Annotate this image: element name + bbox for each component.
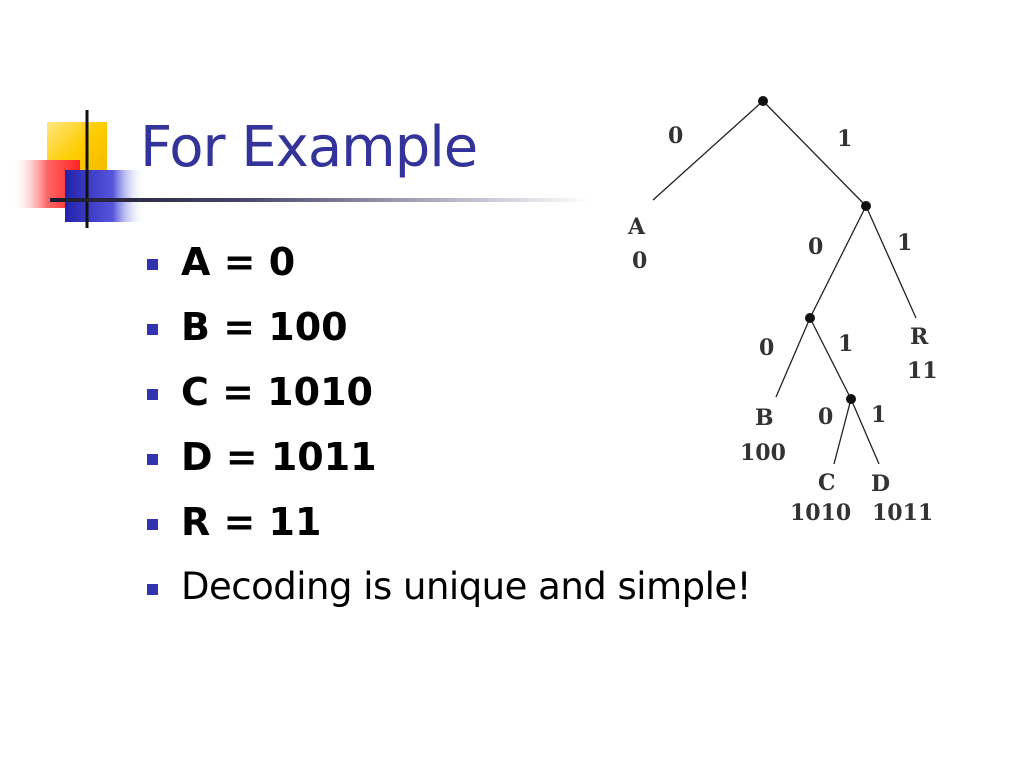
bullet-item: A = 0 [145, 232, 751, 297]
tree-edge [809, 205, 867, 319]
code-tree-diagram: 0 1 0 1 0 1 0 1 A 0 R 11 B 100 C 1010 D … [627, 96, 938, 526]
leaf-code: 1010 [790, 500, 851, 526]
leaf-symbol: A [627, 214, 646, 240]
bullet-square-icon [147, 259, 158, 270]
corner-decoration [14, 110, 145, 228]
edge-label: 1 [871, 402, 886, 428]
deco-blue-square [65, 170, 145, 222]
slide-title: For Example [140, 115, 478, 180]
bullet-item: Decoding is unique and simple! [145, 557, 752, 622]
title-underline [50, 198, 590, 202]
bullet-text: C = 1010 [181, 370, 373, 414]
bullet-square-icon [147, 454, 158, 465]
bullet-square-icon [147, 324, 158, 335]
bullet-text: R = 11 [181, 500, 322, 544]
bullet-square-icon [147, 584, 158, 595]
leaf-symbol: B [755, 405, 774, 431]
edge-label: 1 [838, 331, 853, 357]
edge-label: 0 [818, 404, 833, 430]
bullet-item: R = 11 [145, 492, 751, 557]
bullet-text: B = 100 [181, 305, 348, 349]
bullet-text: D = 1011 [181, 435, 377, 479]
edge-label: 0 [759, 335, 774, 361]
bullet-item: C = 1010 [145, 362, 751, 427]
tree-node [805, 313, 815, 323]
bullet-text: A = 0 [181, 240, 296, 284]
tree-node [846, 394, 856, 404]
edge-label: 0 [668, 123, 683, 149]
tree-edge [850, 398, 880, 465]
bullet-text: Decoding is unique and simple! [181, 565, 752, 608]
tree-edge [762, 100, 867, 207]
leaf-code: 11 [907, 358, 938, 384]
bullet-square-icon [147, 389, 158, 400]
edge-label: 0 [808, 234, 823, 260]
tree-edge [809, 317, 852, 400]
bullet-item: B = 100 [145, 297, 751, 362]
tree-edge [652, 100, 764, 201]
tree-node [861, 201, 871, 211]
leaf-symbol: D [871, 471, 890, 497]
leaf-code: 100 [740, 440, 786, 466]
bullet-item: D = 1011 [145, 427, 751, 492]
leaf-symbol: C [818, 470, 836, 496]
edge-label: 1 [837, 126, 852, 152]
tree-node [758, 96, 768, 106]
edge-label: 1 [897, 230, 912, 256]
tree-edge [833, 398, 852, 465]
leaf-code: 1011 [872, 500, 933, 526]
bullet-list: A = 0 B = 100 C = 1010 D = 1011 R = 11 D… [145, 232, 752, 622]
leaf-symbol: R [910, 324, 929, 350]
tree-edge [865, 205, 917, 319]
bullet-square-icon [147, 519, 158, 530]
leaf-code: 0 [632, 248, 647, 274]
tree-edge [775, 317, 811, 398]
